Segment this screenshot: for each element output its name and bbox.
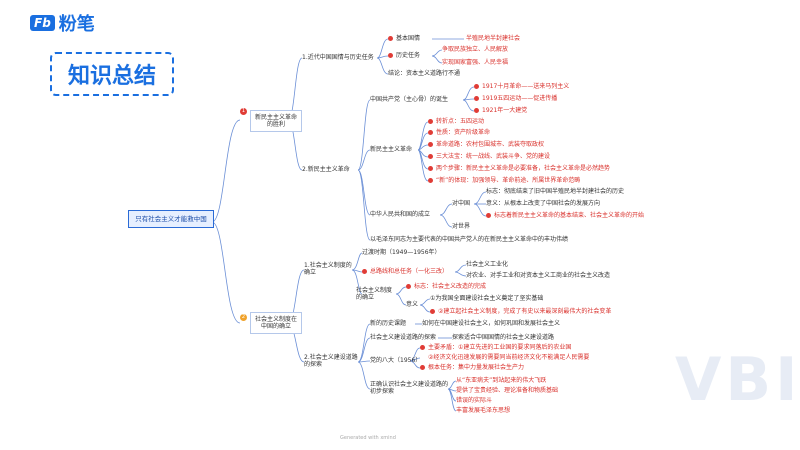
- node-n21a: 过渡时期（1949—1956年）: [362, 249, 441, 256]
- node-n21b2: 对农业、对手工业和对资本主义工商业的社会主义改造: [466, 272, 611, 279]
- node-n11b1: 争取民族独立、人民解放: [442, 46, 509, 53]
- branch-2: 2: [240, 314, 249, 321]
- node-n21c: 社会主义制度的确立: [356, 287, 393, 301]
- node-n12b: 新民主主义革命: [370, 146, 413, 153]
- node-n12c1: 对中国: [452, 200, 471, 207]
- node-n11a1: 半殖民地半封建社会: [466, 35, 521, 42]
- node-n22d3: 错误的实际斗: [456, 397, 493, 404]
- node-n22c1: 主要矛盾：①建立先进的工业国的要求同落后的农业国: [420, 344, 571, 351]
- branch-1-label: 新民主主义革命的胜利: [250, 110, 302, 132]
- node-n21c2: 意义: [406, 301, 419, 308]
- node-n22a: 新的历史课题: [370, 320, 407, 327]
- warning-dot-icon: [388, 36, 393, 41]
- warning-dot-icon: [428, 154, 433, 159]
- node-n22c2: ②经济文化迅速发展的需要同当前经济文化不能满足人民需要: [428, 354, 590, 361]
- node-n11b2: 实现国家富强、人民幸福: [442, 59, 509, 66]
- edge-root-b2: [211, 221, 241, 324]
- watermark-logo: VBI: [675, 345, 800, 415]
- warning-dot-icon: [388, 53, 393, 58]
- node-n12a2: 1919五四运动——促进传播: [474, 95, 557, 102]
- node-n22d1: 从“东亚病夫”到站起来的伟大飞跃: [456, 377, 547, 384]
- warning-dot-icon: [430, 309, 435, 314]
- node-n11c: 结论：资本主义道路行不通: [388, 70, 461, 77]
- node-n12c: 中华人民共和国的成立: [370, 211, 431, 218]
- node-n21c1: 标志：社会主义改造的完成: [406, 283, 486, 290]
- brand-logo: Fb 粉笔: [30, 10, 95, 36]
- warning-dot-icon: [428, 166, 433, 171]
- node-n22b: 社会主义建设道路的探索: [370, 334, 437, 341]
- warning-dot-icon: [428, 119, 433, 124]
- branch-2-badge: 2: [240, 314, 247, 321]
- node-n12c1a: 标志：彻底结束了旧中国半殖民地半封建社会的历史: [486, 188, 625, 195]
- node-n11a: 基本国情: [388, 35, 420, 42]
- node-n11: 1.近代中国国情与历史任务: [302, 54, 374, 61]
- warning-dot-icon: [428, 142, 433, 147]
- node-n12b6: “新”的体现：加强领导、革命前途、所属世界革命范畴: [428, 177, 580, 184]
- node-n12c2: 对世界: [452, 223, 471, 230]
- warning-dot-icon: [486, 213, 491, 218]
- branch-2-label: 社会主义制度在中国的确立: [250, 312, 302, 334]
- page-title: 知识总结: [50, 52, 174, 96]
- node-n12a3: 1921年一大建党: [474, 107, 527, 114]
- brand-name: 粉笔: [58, 14, 95, 35]
- node-n22c3: 根本任务：集中力量发展社会生产力: [420, 364, 524, 371]
- node-n12: 2.新民主主义革命: [302, 166, 350, 173]
- node-n12c1c: 标志着新民主主义革命的基本结束、社会主义革命的开始: [486, 212, 644, 219]
- edge-root-b1: [211, 119, 241, 223]
- node-n22b1: 探索适合中国国情的社会主义建设道路: [452, 334, 555, 341]
- warning-dot-icon: [406, 284, 411, 289]
- node-n12b5: 两个步骤：新民主主义革命是必要准备，社会主义革命是必然趋势: [428, 165, 610, 172]
- branch-1: 1: [240, 108, 249, 115]
- node-n12b3: 革命道路：农村包围城市、武装夺取政权: [428, 141, 544, 148]
- node-n12b2: 性质：资产阶级革命: [428, 129, 490, 136]
- node-n11b: 历史任务: [388, 52, 420, 59]
- brand-mark: Fb: [30, 15, 55, 31]
- node-n21b1: 社会主义工业化: [466, 261, 509, 268]
- warning-dot-icon: [474, 84, 479, 89]
- node-n22a1: 如何在中国建设社会主义，如何巩固和发展社会主义: [422, 320, 561, 327]
- node-n22d: 正确认识社会主义建设道路的初步探索: [370, 381, 449, 395]
- warning-dot-icon: [428, 130, 433, 135]
- node-n21c2b: ②建立起社会主义制度，完成了有史以来最深刻最伟大的社会变革: [430, 308, 611, 315]
- node-n12c1b: 意义：从根本上改变了中国社会的发展方向: [486, 200, 601, 207]
- warning-dot-icon: [428, 178, 433, 183]
- node-n12a: 中国共产党（主心骨）的诞生: [370, 96, 449, 103]
- node-n21b: 总路线和总任务（一化三改）: [362, 268, 448, 275]
- node-n21: 1.社会主义制度的确立: [304, 262, 352, 276]
- node-n22c: 党的八大（1956）: [370, 357, 422, 364]
- node-n12d: 以毛泽东同志为主要代表的中国共产党人的在新民主主义革命中的丰功伟绩: [370, 236, 569, 243]
- node-n21c2a: ①为我国全面建设社会主义奠定了坚实基础: [430, 295, 544, 302]
- branch-1-badge: 1: [240, 108, 247, 115]
- warning-dot-icon: [362, 269, 367, 274]
- footer-credit: Generated with xmind: [340, 435, 396, 441]
- node-n12b1: 转折点：五四运动: [428, 118, 484, 125]
- warning-dot-icon: [420, 365, 425, 370]
- warning-dot-icon: [474, 108, 479, 113]
- node-n22d4: 丰富发展毛泽东思想: [456, 407, 511, 414]
- root-node: 只有社会主义才能救中国: [128, 210, 214, 228]
- node-n12b4: 三大法宝：统一战线、武装斗争、党的建设: [428, 153, 550, 160]
- warning-dot-icon: [420, 345, 425, 350]
- node-n22: 2.社会主义建设道路的探索: [304, 354, 358, 368]
- node-n12a1: 1917十月革命——送来马列主义: [474, 83, 569, 90]
- node-n22d2: 提供了宝贵经验、理论准备和物质基础: [456, 387, 559, 394]
- warning-dot-icon: [474, 96, 479, 101]
